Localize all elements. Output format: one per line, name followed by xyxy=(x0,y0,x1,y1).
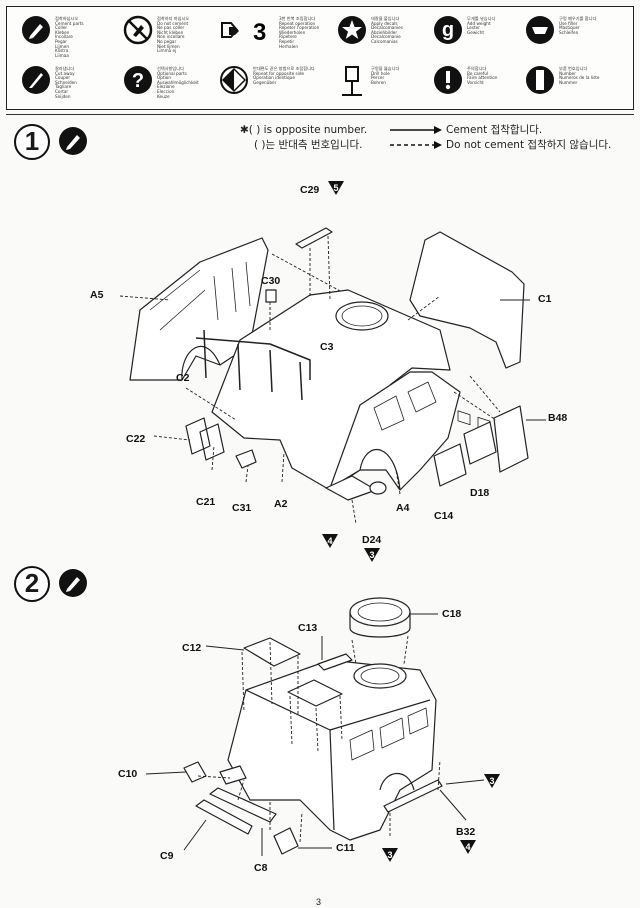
part-c12 xyxy=(243,637,301,667)
part-c30 xyxy=(265,289,277,303)
decal-star-icon xyxy=(338,16,366,44)
step-1-cement-icon xyxy=(59,127,87,155)
label-c9: C9 xyxy=(160,850,174,862)
svg-text:4: 4 xyxy=(465,842,470,852)
label-c22: C22 xyxy=(126,433,146,445)
part-c31 xyxy=(235,449,257,469)
label-c29: C29 xyxy=(300,184,320,196)
legend-item-filler: 구멍 메우기를 합니다 Use filler Mastiquer Schleif… xyxy=(525,15,625,59)
label-c12: C12 xyxy=(182,642,202,654)
legend-item-repeat: 3 3번 반복 조립합니다 Repeat operation Repeter l… xyxy=(219,15,319,59)
part-c22 xyxy=(185,417,225,461)
label-c10: C10 xyxy=(118,768,138,780)
optional-parts-icon: ? xyxy=(124,66,152,94)
svg-text:5: 5 xyxy=(333,183,338,193)
label-b48: B48 xyxy=(548,412,568,424)
part-a5 xyxy=(129,237,269,381)
opposite-number-note: ✱( ) is opposite number. xyxy=(240,124,368,136)
svg-text:?: ? xyxy=(132,70,144,92)
part-d18 xyxy=(463,421,497,465)
part-c29 xyxy=(295,227,333,249)
label-d18: D18 xyxy=(470,487,490,499)
badge-step-2-bottom: 3 xyxy=(382,848,398,862)
page-number: 3 xyxy=(316,897,322,907)
label-c13: C13 xyxy=(298,622,318,634)
part-c9 xyxy=(195,799,253,835)
be-careful-icon xyxy=(434,66,462,94)
label-c11: C11 xyxy=(336,842,355,854)
opposite-side-icon xyxy=(220,66,248,94)
weight-icon: g xyxy=(434,16,462,44)
do-not-cement-note: Do not cement 접착하지 않습니다. xyxy=(446,139,612,151)
part-hull xyxy=(211,289,451,491)
svg-text:3: 3 xyxy=(253,19,266,45)
legend-item-optional: ? 선택사항입니다 Optional parts Option Auswahlm… xyxy=(123,65,223,109)
cut-away-icon xyxy=(22,66,50,94)
svg-text:3: 3 xyxy=(489,776,494,786)
label-c2: C2 xyxy=(176,372,190,384)
legend-item-opposite-side: 반대편도 같은 방법으로 조립합니다 Repeat for opposite s… xyxy=(219,65,319,109)
step-2-number: 2 xyxy=(14,566,50,602)
label-a4: A4 xyxy=(396,502,410,514)
label-c21: C21 xyxy=(196,496,216,508)
legend-item-drill: 구멍을 뚫습니다 Drill hole Percer Bohren xyxy=(337,65,437,109)
do-not-cement-icon xyxy=(123,15,153,45)
label-c31: C31 xyxy=(232,502,252,514)
drill-hole-icon xyxy=(342,66,362,96)
label-c14: C14 xyxy=(434,510,454,522)
part-b32 xyxy=(383,779,443,813)
part-c11 xyxy=(273,827,299,855)
legend-item-cement: 접착하십시오 Cement parts Coller Kleben Incoll… xyxy=(21,15,121,59)
label-a2: A2 xyxy=(274,498,288,510)
badge-b32: 4 xyxy=(460,840,476,854)
legend-item-painting: 부품 번호입니다 Number Numeros de la liste Numm… xyxy=(525,65,625,109)
opposite-number-note-ko: ( )는 반대측 번호입니다. xyxy=(254,139,363,151)
badge-step-2-right: 3 xyxy=(484,774,500,788)
part-c18 xyxy=(349,597,411,627)
arrow-legend xyxy=(390,126,442,149)
legend-item-do-not-cement: 접착하지 마십시오 Do not cement Ne pas coller Ni… xyxy=(123,15,223,59)
svg-text:4: 4 xyxy=(327,536,332,546)
label-c8: C8 xyxy=(254,862,268,874)
step-1-number: 1 xyxy=(14,124,50,160)
cement-icon xyxy=(22,16,50,44)
part-c14 xyxy=(433,443,467,487)
svg-text:g: g xyxy=(442,19,454,41)
repeat-operation-icon: 3 xyxy=(221,19,266,45)
part-c2 xyxy=(195,329,311,401)
painting-scheme-icon xyxy=(526,66,554,94)
svg-text:3: 3 xyxy=(387,850,392,860)
label-c3: C3 xyxy=(320,341,334,353)
use-filler-icon xyxy=(526,16,554,44)
legend-item-careful: 주의합니다 Be careful Faire attention Vorsich… xyxy=(433,65,533,109)
part-b48 xyxy=(493,405,529,473)
badge-c29: 5 xyxy=(328,181,344,195)
label-d24: D24 xyxy=(362,534,382,546)
part-c1 xyxy=(409,231,525,369)
legend-item-weight: g 무게를 넣습니다 Add weight Lester Gewicht xyxy=(433,15,533,59)
part-c10 xyxy=(183,761,207,783)
legend-panel: 접착하십시오 Cement parts Coller Kleben Incoll… xyxy=(6,6,634,110)
label-c18: C18 xyxy=(442,608,462,620)
legend-item-cut: 잘라냅니다 Cut away Couper Schneiden Tagliare… xyxy=(21,65,121,109)
legend-divider xyxy=(6,114,634,115)
svg-text:3: 3 xyxy=(369,550,374,560)
label-c1: C1 xyxy=(538,293,552,305)
part-c13 xyxy=(287,679,343,707)
label-a5: A5 xyxy=(90,289,104,301)
legend-item-decals: 데칼을 붙입니다 Apply decals Decalcomanies Abzi… xyxy=(337,15,437,59)
label-c30: C30 xyxy=(261,275,281,287)
badge-step-1-left: 4 xyxy=(322,534,338,548)
step-2-cement-icon xyxy=(59,569,87,597)
cement-note: Cement 접착합니다. xyxy=(446,124,543,136)
part-c8 xyxy=(209,787,277,823)
badge-d24: 3 xyxy=(364,548,380,562)
label-b32: B32 xyxy=(456,826,476,838)
